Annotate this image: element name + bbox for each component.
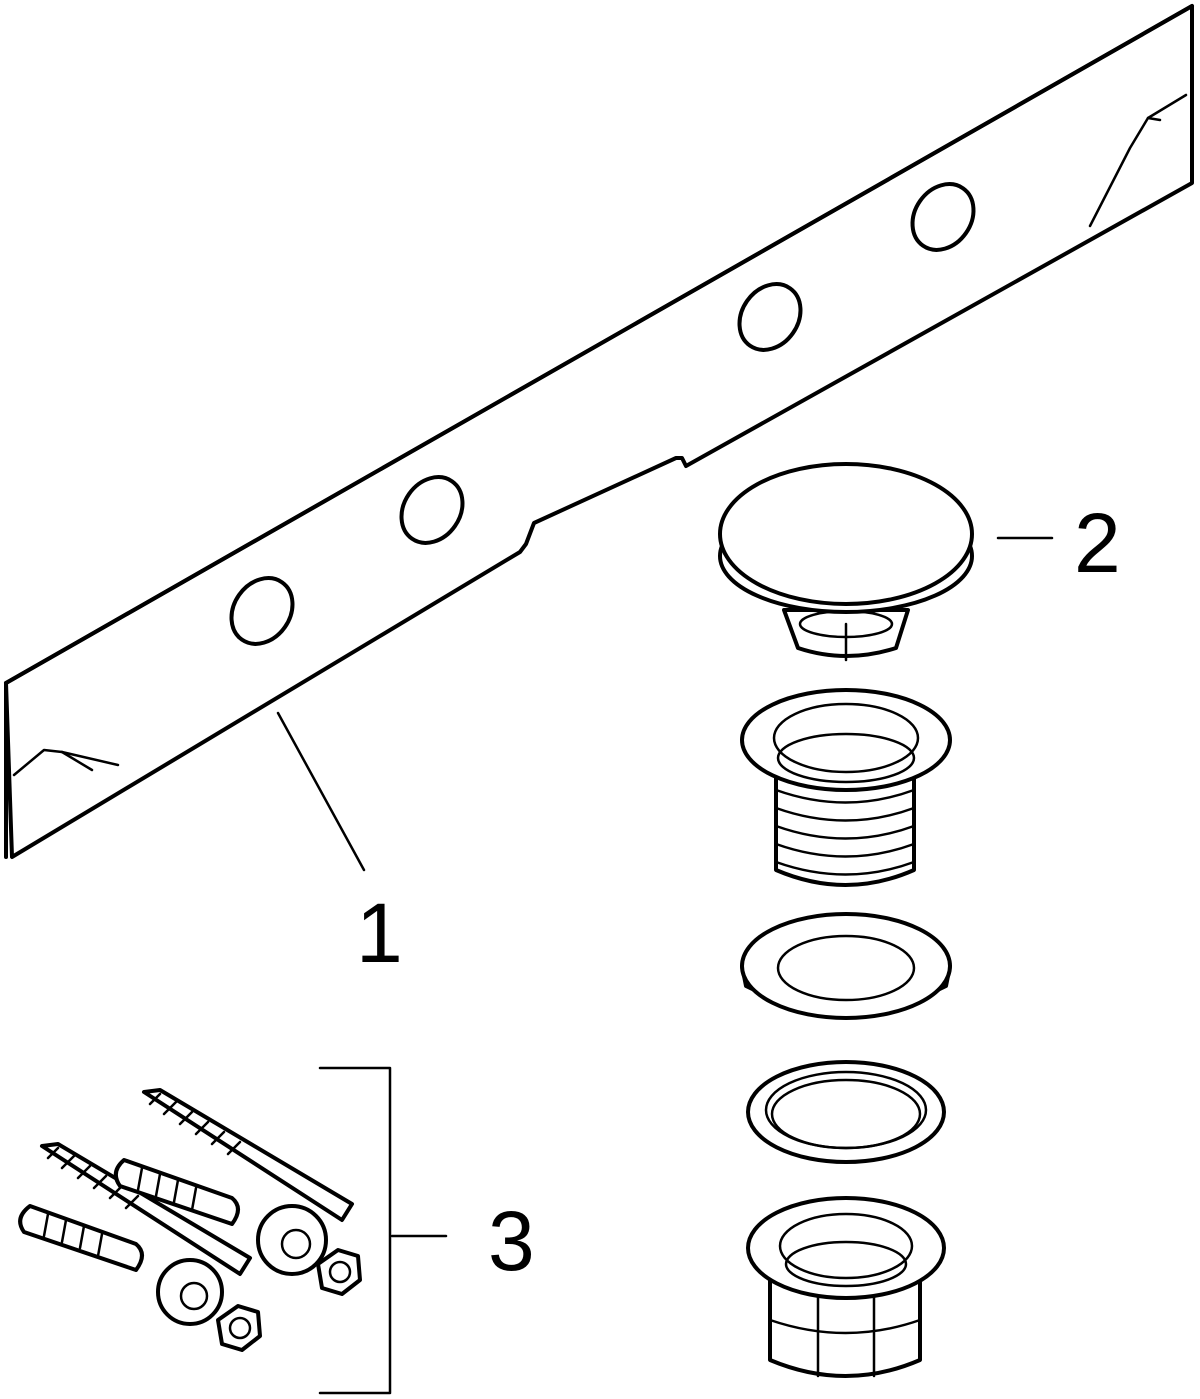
bracket-3 [318, 1066, 392, 1395]
hanger-bolt [142, 1088, 354, 1222]
leader-line-1 [276, 711, 366, 872]
mounting-hole [399, 475, 465, 545]
lock-nut [746, 1196, 946, 1378]
callout-2: 2 [1074, 496, 1121, 590]
washer [156, 1258, 224, 1326]
hex-nut [216, 1304, 262, 1352]
mounting-rail [4, 4, 1194, 859]
threaded-drain-body [740, 688, 952, 887]
fixing-kit [18, 1088, 362, 1352]
callout-1: 1 [356, 886, 403, 980]
mounting-hole [229, 576, 295, 646]
hex-nut [316, 1248, 362, 1296]
wall-plug [113, 1158, 240, 1226]
seal-ring [746, 1060, 946, 1164]
mounting-hole [737, 282, 803, 352]
wall-plug [18, 1204, 144, 1272]
callout-3: 3 [488, 1194, 535, 1288]
drain-plug-cap [718, 462, 974, 662]
flat-washer [740, 912, 952, 1020]
hanger-bolt [40, 1142, 252, 1276]
mounting-hole [910, 182, 976, 252]
washer [256, 1204, 328, 1276]
